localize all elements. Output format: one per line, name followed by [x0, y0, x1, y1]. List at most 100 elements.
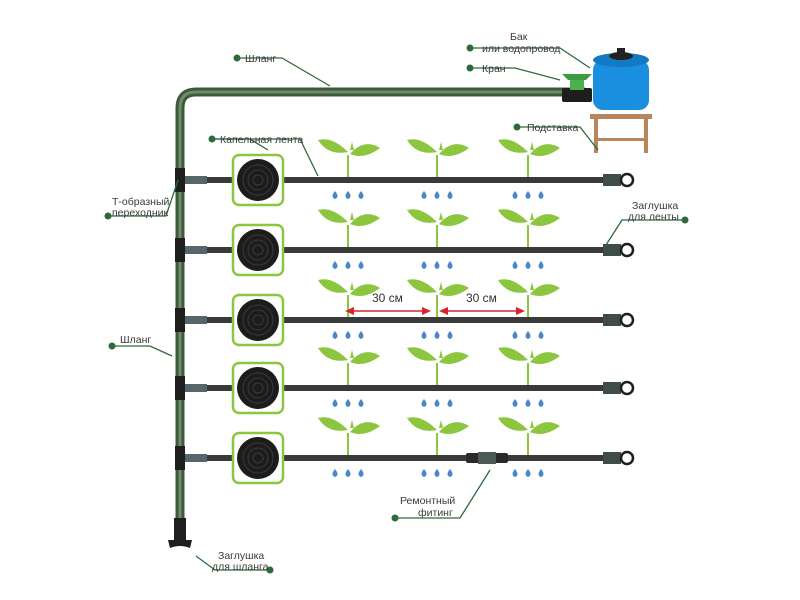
plant-leaf — [498, 347, 528, 361]
water-drop-icon — [434, 331, 440, 339]
drip-tape — [205, 177, 604, 183]
water-drop-icon — [421, 469, 427, 477]
water-drop-icon — [538, 331, 544, 339]
water-drop-icon — [421, 191, 427, 199]
water-drop-icon — [512, 469, 518, 477]
water-drop-icon — [447, 331, 453, 339]
water-drop-icon — [447, 191, 453, 199]
t-connector-icon — [175, 446, 185, 470]
plant-leaf — [439, 284, 469, 296]
tape-end-plug-icon — [603, 382, 621, 394]
label-repair-2: фитинг — [418, 507, 453, 519]
water-drop-icon — [538, 469, 544, 477]
plant-leaf — [350, 422, 380, 434]
plant-leaf — [318, 139, 348, 153]
water-drop-icon — [525, 469, 531, 477]
tape-end-plug-icon — [603, 244, 621, 256]
plant-leaf — [530, 214, 560, 226]
water-drop-icon — [358, 469, 364, 477]
water-drop-icon — [525, 331, 531, 339]
main-hose — [175, 87, 585, 540]
water-drop-icon — [512, 399, 518, 407]
water-drop-icon — [332, 469, 338, 477]
label-repair-1: Ремонтный — [400, 495, 455, 507]
water-drop-icon — [525, 191, 531, 199]
plant-leaf — [439, 352, 469, 364]
water-drop-icon — [525, 261, 531, 269]
label-hose-top: Шланг — [245, 53, 276, 65]
plant-leaf — [498, 209, 528, 223]
water-drop-icon — [447, 261, 453, 269]
water-drop-icon — [421, 331, 427, 339]
callout-dots — [104, 44, 689, 574]
water-drop-icon — [512, 261, 518, 269]
water-drop-icon — [345, 261, 351, 269]
plant-leaf — [439, 144, 469, 156]
water-drop-icon — [447, 399, 453, 407]
plant-leaf — [350, 284, 380, 296]
plant-leaf — [318, 347, 348, 361]
water-drop-icon — [434, 399, 440, 407]
water-drop-icon — [358, 261, 364, 269]
water-drop-icon — [332, 191, 338, 199]
label-stand: Подставка — [527, 122, 578, 134]
drip-tape — [205, 247, 604, 253]
drip-tape — [508, 455, 604, 461]
water-drop-icon — [345, 399, 351, 407]
label-tank-1: Бак — [510, 31, 528, 43]
label-hose-plug-2: для шланга — [212, 561, 269, 573]
plant-leaf — [530, 144, 560, 156]
drip-tape — [205, 385, 604, 391]
water-drop-icon — [332, 331, 338, 339]
water-drop-icon — [538, 399, 544, 407]
tape-end-plug-icon — [603, 452, 621, 464]
water-tank-icon — [593, 48, 649, 110]
water-drop-icon — [358, 331, 364, 339]
plant-leaf — [350, 352, 380, 364]
spacing-label-1: 30 см — [372, 291, 403, 305]
hose-end-plug — [168, 518, 192, 548]
water-drop-icon — [358, 399, 364, 407]
plant-leaf — [318, 209, 348, 223]
water-drop-icon — [358, 191, 364, 199]
label-tee-2: переходник — [112, 207, 169, 219]
spacing-arrows — [345, 307, 525, 315]
water-drop-icon — [434, 191, 440, 199]
plant-leaf — [407, 347, 437, 361]
plant-leaf — [498, 417, 528, 431]
water-drop-icon — [421, 399, 427, 407]
water-drop-icon — [421, 261, 427, 269]
label-drip-tape: Капельная лента — [220, 134, 303, 146]
plant-leaf — [318, 417, 348, 431]
water-drop-icon — [512, 331, 518, 339]
water-drop-icon — [332, 399, 338, 407]
water-drop-icon — [345, 331, 351, 339]
water-drop-icon — [538, 261, 544, 269]
label-valve: Кран — [482, 63, 506, 75]
plant-leaf — [439, 422, 469, 434]
label-tape-plug-1: Заглушка — [632, 200, 678, 212]
plant-leaf — [407, 209, 437, 223]
water-drop-icon — [512, 191, 518, 199]
t-connector-icon — [175, 238, 185, 262]
water-drop-icon — [345, 191, 351, 199]
water-drop-icon — [434, 261, 440, 269]
water-drop-icon — [525, 399, 531, 407]
plant-leaf — [318, 279, 348, 293]
callouts — [108, 47, 685, 571]
spacing-label-2: 30 см — [466, 291, 497, 305]
plant-leaf — [530, 352, 560, 364]
plant-leaf — [439, 214, 469, 226]
water-drop-icon — [345, 469, 351, 477]
water-drop-icon — [332, 261, 338, 269]
plant-leaf — [350, 214, 380, 226]
plant-leaf — [498, 279, 528, 293]
plant-leaf — [498, 139, 528, 153]
plant-leaf — [530, 284, 560, 296]
drip-tape — [205, 455, 467, 461]
valve-icon — [562, 74, 592, 102]
water-drop-icon — [447, 469, 453, 477]
label-hose-plug-1: Заглушка — [218, 550, 264, 562]
tape-end-plug-icon — [603, 174, 621, 186]
